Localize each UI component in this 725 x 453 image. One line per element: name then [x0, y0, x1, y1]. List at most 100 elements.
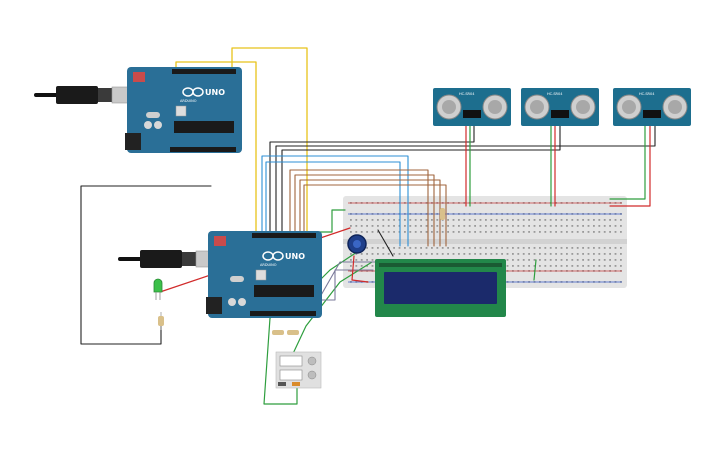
resistor-button-2: [287, 330, 299, 335]
wire-blue-2: [265, 161, 401, 247]
breadboard-hole: [566, 265, 568, 267]
potentiometer[interactable]: [347, 234, 367, 254]
breadboard-hole: [501, 247, 503, 249]
arduino-top-logo-icon: [182, 87, 204, 97]
breadboard-hole: [609, 253, 611, 255]
breadboard-hole: [414, 219, 417, 221]
arduino-top-header-top: [172, 69, 236, 74]
breadboard-hole: [576, 259, 579, 261]
resistor-led: [158, 312, 164, 330]
breadboard-hole: [425, 253, 428, 255]
breadboard-hole: [582, 265, 584, 267]
breadboard-hole: [393, 219, 395, 221]
breadboard-hole: [517, 265, 520, 267]
breadboard-hole: [360, 219, 363, 221]
breadboard-hole: [571, 253, 574, 255]
breadboard-hole: [420, 253, 422, 255]
breadboard-hole: [517, 259, 520, 261]
pushbutton-panel[interactable]: [275, 351, 322, 389]
breadboard-hole: [517, 247, 520, 249]
breadboard-hole: [598, 231, 601, 233]
breadboard-hole: [371, 231, 374, 233]
breadboard-hole: [603, 259, 606, 261]
breadboard-hole: [512, 247, 514, 249]
led[interactable]: [153, 278, 163, 300]
breadboard-hole: [382, 225, 385, 227]
breadboard-hole: [371, 259, 374, 261]
breadboard-hole: [447, 247, 449, 249]
breadboard-hole: [528, 265, 530, 267]
breadboard-hole: [431, 219, 433, 221]
breadboard-hole: [571, 247, 574, 249]
wire-brown-2: [294, 174, 435, 247]
breadboard-hole: [533, 247, 536, 249]
breadboard-hole: [377, 253, 379, 255]
breadboard-hole: [512, 231, 514, 233]
breadboard-hole: [414, 253, 417, 255]
breadboard-hole: [539, 259, 541, 261]
breadboard-hole: [501, 231, 503, 233]
wire-yellow-2: [175, 61, 257, 239]
breadboard-hole: [620, 225, 622, 227]
breadboard-hole: [517, 219, 520, 221]
breadboard-hole: [436, 219, 439, 221]
breadboard-hole: [447, 231, 449, 233]
breadboard-hole: [603, 231, 606, 233]
breadboard-hole: [593, 231, 595, 233]
breadboard-hole: [620, 253, 622, 255]
breadboard-hole: [609, 219, 611, 221]
breadboard-hole: [420, 219, 422, 221]
breadboard-hole: [490, 247, 493, 249]
breadboard-hole: [393, 231, 395, 233]
breadboard-hole: [587, 225, 590, 227]
breadboard-hole: [571, 265, 574, 267]
breadboard-hole: [587, 253, 590, 255]
wire-black-sensor-3: [281, 125, 561, 239]
wire-red-pot: [351, 255, 369, 283]
wire-black-pot: [377, 229, 394, 257]
breadboard-hole: [522, 219, 525, 221]
lcd-display[interactable]: [375, 259, 506, 317]
breadboard-hole: [458, 247, 460, 249]
breadboard-hole: [425, 247, 428, 249]
ultrasonic-sensor-2[interactable]: HC-SR04: [521, 88, 599, 126]
breadboard-hole: [609, 225, 611, 227]
breadboard-hole: [614, 231, 617, 233]
breadboard-hole: [517, 253, 520, 255]
breadboard-hole: [468, 225, 471, 227]
breadboard-hole: [441, 231, 444, 233]
ultrasonic-sensor-1[interactable]: HC-SR04: [433, 88, 511, 126]
breadboard-hole: [560, 253, 563, 255]
breadboard-hole: [533, 253, 536, 255]
arduino-main-model-text: ARDUINO: [260, 263, 277, 267]
breadboard-hole: [544, 265, 547, 267]
breadboard-hole: [490, 231, 493, 233]
breadboard-hole: [549, 219, 552, 221]
breadboard-hole: [533, 231, 536, 233]
breadboard-hole: [447, 253, 449, 255]
breadboard-hole: [522, 247, 525, 249]
breadboard-hole: [393, 225, 395, 227]
breadboard-hole: [495, 253, 498, 255]
breadboard-hole: [522, 253, 525, 255]
breadboard-hole: [512, 253, 514, 255]
breadboard-hole: [614, 265, 617, 267]
breadboard-hole: [609, 259, 611, 261]
breadboard-hole: [452, 231, 455, 233]
breadboard-hole: [371, 265, 374, 267]
breadboard-hole: [366, 225, 368, 227]
breadboard-hole: [355, 259, 358, 261]
breadboard-hole: [436, 247, 439, 249]
breadboard-hole: [350, 259, 352, 261]
arduino-main-header-top: [252, 233, 316, 238]
breadboard-hole: [544, 259, 547, 261]
breadboard-hole: [603, 219, 606, 221]
ultrasonic-sensor-3[interactable]: HC-SR04: [613, 88, 691, 126]
breadboard-hole: [593, 225, 595, 227]
wire-blue-1: [261, 155, 409, 247]
arduino-top[interactable]: UNO ARDUINO: [34, 67, 242, 153]
breadboard-hole: [566, 247, 568, 249]
breadboard-hole: [431, 225, 433, 227]
arduino-main[interactable]: UNO ARDUINO: [118, 231, 322, 318]
